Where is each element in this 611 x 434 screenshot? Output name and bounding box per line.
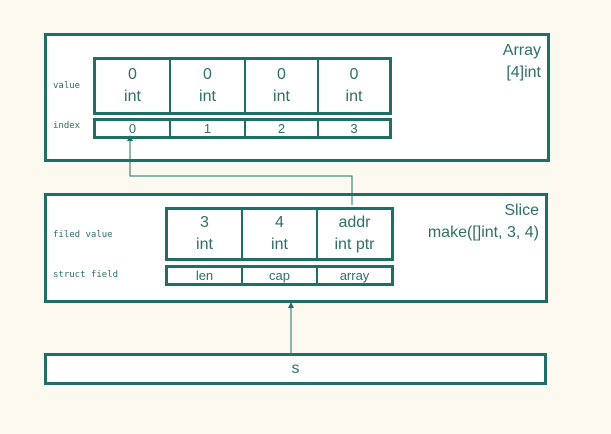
- cell-type: int: [124, 88, 141, 105]
- cell-value: 0: [349, 66, 359, 83]
- cell-type: int: [345, 88, 363, 105]
- cell-type: int: [199, 88, 216, 105]
- array-value-cell: 0 int: [246, 60, 319, 112]
- array-index-label: index: [53, 121, 81, 131]
- array-index-cell: 0: [96, 121, 171, 136]
- slice-value-cells: 3 int 4 int addr int ptr: [165, 207, 394, 261]
- slice-field-cell: cap: [243, 268, 318, 283]
- array-index-cell: 2: [246, 121, 319, 136]
- slice-value-cell: 4 int: [243, 210, 318, 258]
- array-pointer-arrowhead: [127, 135, 133, 141]
- cell-type: int ptr: [334, 236, 375, 253]
- cell-value: 0: [203, 66, 212, 83]
- cell-value: 4: [275, 214, 284, 231]
- cell-type: int: [196, 236, 213, 253]
- slice-title: Slice make([]int, 3, 4): [428, 200, 539, 244]
- slice-title-constructor: make([]int, 3, 4): [427, 224, 539, 241]
- slice-field-cell: array: [339, 267, 370, 283]
- slice-pointer-arrowhead: [288, 302, 294, 308]
- array-value-cells: 0 int 0 int 0 int 0 int: [93, 57, 392, 115]
- variable-name: s: [291, 360, 300, 377]
- array-index-cells: 0 1 2 3: [93, 118, 392, 139]
- array-value-cell: 0 int: [171, 60, 246, 112]
- slice-panel: Slice make([]int, 3, 4) filed value stru…: [44, 193, 548, 303]
- slice-field-cells: len cap array: [165, 265, 394, 286]
- array-pointer-line: [129, 139, 353, 205]
- array-title: Array [4]int: [503, 40, 541, 84]
- array-value-cell: 0 int: [96, 60, 171, 112]
- cell-type: int: [273, 88, 290, 105]
- cell-value: addr: [338, 214, 371, 231]
- slice-value-cell: addr int ptr: [318, 210, 391, 258]
- cell-value: 0: [128, 66, 137, 83]
- cell-value: 3: [200, 214, 209, 231]
- cell-type: int: [271, 236, 288, 253]
- cell-value: 0: [277, 66, 286, 83]
- slice-value-cell: 3 int: [168, 210, 243, 258]
- variable-box: s: [44, 353, 547, 385]
- array-index-cell: 1: [171, 121, 246, 136]
- array-index-cell: 3: [350, 120, 358, 136]
- slice-value-label: filed value: [53, 230, 113, 240]
- array-title-name: Array: [502, 42, 541, 59]
- array-value-label: value: [53, 81, 81, 91]
- slice-title-name: Slice: [504, 202, 539, 219]
- array-value-cell: 0 int: [319, 60, 389, 112]
- slice-field-cell: len: [168, 268, 243, 283]
- slice-field-label: struct field: [53, 270, 119, 280]
- array-title-type: [4]int: [506, 64, 541, 81]
